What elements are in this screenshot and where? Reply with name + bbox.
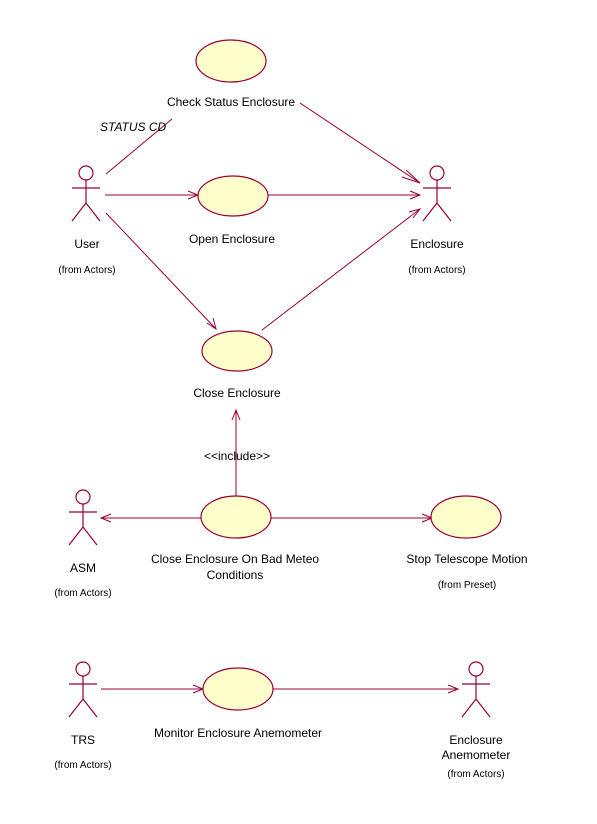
usecase-monitor-anemometer[interactable] <box>202 667 274 711</box>
arrowhead-check-status-enclosure <box>401 169 421 184</box>
edge-user-close <box>105 212 217 330</box>
actor-trs[interactable] <box>68 661 98 718</box>
usecase-close-bad-meteo[interactable] <box>200 495 272 539</box>
stop-telescope-package: (from Preset) <box>438 580 496 591</box>
actor-user[interactable] <box>71 165 101 222</box>
actor-enclosure-anemometer[interactable] <box>461 661 491 718</box>
include-label: <<include>> <box>204 449 270 463</box>
monitor-anemometer-label: Monitor Enclosure Anemometer <box>154 726 322 740</box>
anemometer-label-line2: Anemometer <box>442 748 511 762</box>
asm-package: (from Actors) <box>54 588 111 599</box>
check-status-label: Check Status Enclosure <box>167 95 295 109</box>
anemometer-package: (from Actors) <box>447 769 504 780</box>
arrowhead-include <box>231 408 241 421</box>
enclosure-package: (from Actors) <box>408 265 465 276</box>
status-cd-label: STATUS CD <box>100 120 167 134</box>
usecase-close-enclosure[interactable] <box>201 330 273 372</box>
open-enclosure-label: Open Enclosure <box>189 232 275 246</box>
close-enclosure-label: Close Enclosure <box>193 386 281 400</box>
enclosure-label: Enclosure <box>410 237 464 251</box>
asm-label: ASM <box>70 561 96 575</box>
stop-telescope-label: Stop Telescope Motion <box>406 552 527 566</box>
user-package: (from Actors) <box>58 265 115 276</box>
trs-label: TRS <box>71 733 95 747</box>
arrowhead-user-close <box>206 317 217 331</box>
edge-user-check-status <box>105 118 173 175</box>
actor-asm[interactable] <box>68 489 98 546</box>
edge-close-enclosure <box>261 208 421 331</box>
usecase-check-status[interactable] <box>195 39 267 83</box>
anemometer-label-line1: Enclosure <box>449 733 503 747</box>
user-label: User <box>74 237 99 251</box>
close-bad-meteo-label-line2: Conditions <box>207 568 264 582</box>
arrowhead-meteo-asm <box>99 513 112 523</box>
actor-enclosure[interactable] <box>422 165 452 222</box>
close-bad-meteo-label-line1: Close Enclosure On Bad Meteo <box>151 552 319 566</box>
usecase-stop-telescope[interactable] <box>430 495 502 539</box>
arrowhead-close-enclosure <box>408 208 422 219</box>
usecase-open-enclosure[interactable] <box>197 175 269 217</box>
trs-package: (from Actors) <box>54 760 111 771</box>
arrowhead-open-enclosure <box>409 190 422 200</box>
edge-check-status-enclosure <box>299 102 421 184</box>
arrowhead-monitor-anemometer <box>447 684 460 694</box>
